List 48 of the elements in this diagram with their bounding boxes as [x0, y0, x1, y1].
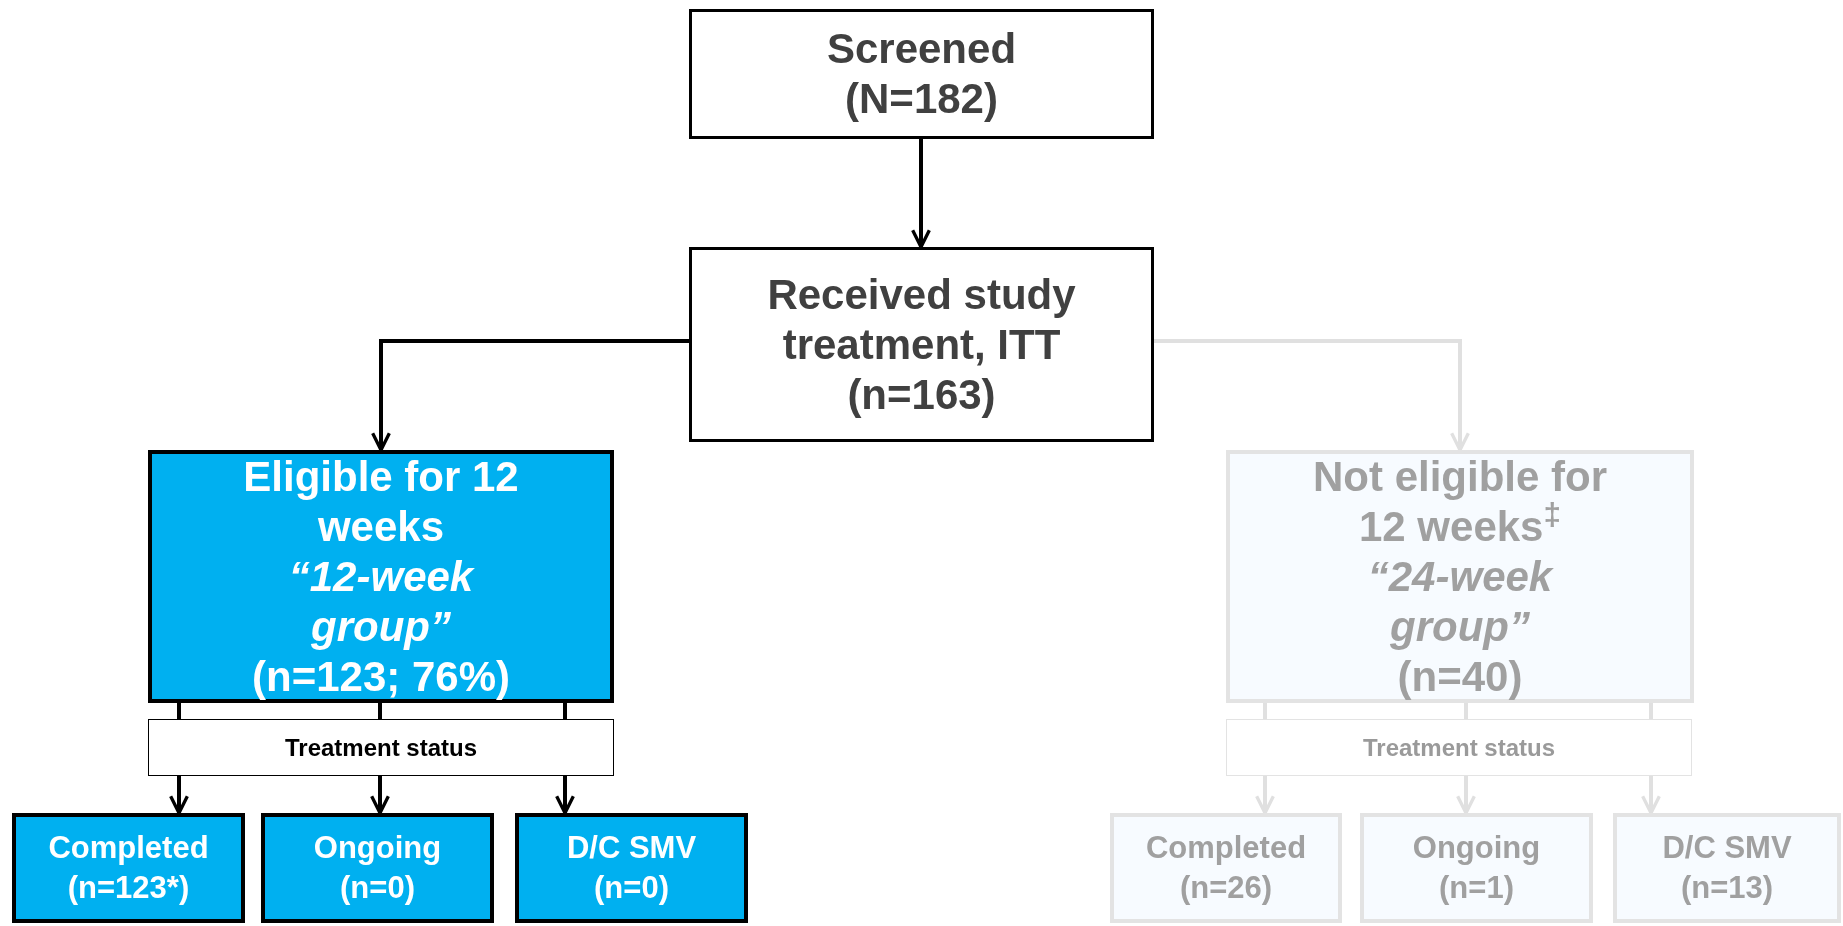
outcome-box [1360, 813, 1593, 923]
connector-line [177, 703, 181, 719]
box-text: (n=26) [1179, 869, 1273, 907]
arrow [370, 776, 390, 815]
group-box [148, 450, 614, 703]
arrow [1154, 339, 1470, 452]
box-text: (n=163) [847, 369, 996, 420]
status-bar [148, 719, 614, 776]
arrow [169, 776, 189, 815]
arrow [555, 776, 575, 815]
outcome-box [261, 813, 494, 923]
box-text: (n=123; 76%) [252, 651, 510, 702]
arrow [911, 139, 931, 249]
box-text: (n=13) [1680, 869, 1774, 907]
status-bar [1226, 719, 1692, 776]
box-text: (n=123*) [67, 869, 190, 907]
box-text: “12-week group” [287, 551, 476, 652]
box-text: “24-week group” [1366, 551, 1555, 652]
outcome-box [1110, 813, 1342, 923]
outcome-box [12, 813, 245, 923]
process-box [689, 247, 1154, 442]
box-text: Treatment status [1362, 732, 1556, 763]
arrow [1641, 776, 1661, 815]
box-text: Not eligible for 12 weeks$^{‡}$ [1312, 451, 1608, 552]
arrow [1456, 776, 1476, 815]
outcome-box [515, 813, 748, 923]
connector-line [378, 703, 382, 719]
box-text: (n=40) [1397, 651, 1523, 702]
box-text: Received study treatment, ITT [766, 269, 1077, 370]
box-text: (n=1) [1439, 869, 1514, 907]
box-text: D/C SMV [1662, 829, 1792, 867]
box-text: Ongoing [313, 829, 442, 867]
arrow [371, 339, 689, 452]
box-text: Ongoing [1412, 829, 1541, 867]
box-text: Completed [48, 829, 209, 867]
connector-line [563, 703, 567, 719]
group-box [1226, 450, 1694, 703]
box-text: Eligible for 12 weeks [242, 451, 520, 552]
box-text: (n=0) [594, 869, 669, 907]
box-text: Treatment status [284, 732, 478, 763]
box-text: Screened [826, 24, 1017, 74]
box-text: (N=182) [845, 74, 998, 124]
box-text: D/C SMV [566, 829, 697, 867]
outcome-box [1613, 813, 1841, 923]
process-box [689, 9, 1154, 139]
box-text: (n=0) [340, 869, 415, 907]
box-text: Completed [1145, 829, 1307, 867]
arrow [1255, 776, 1275, 815]
